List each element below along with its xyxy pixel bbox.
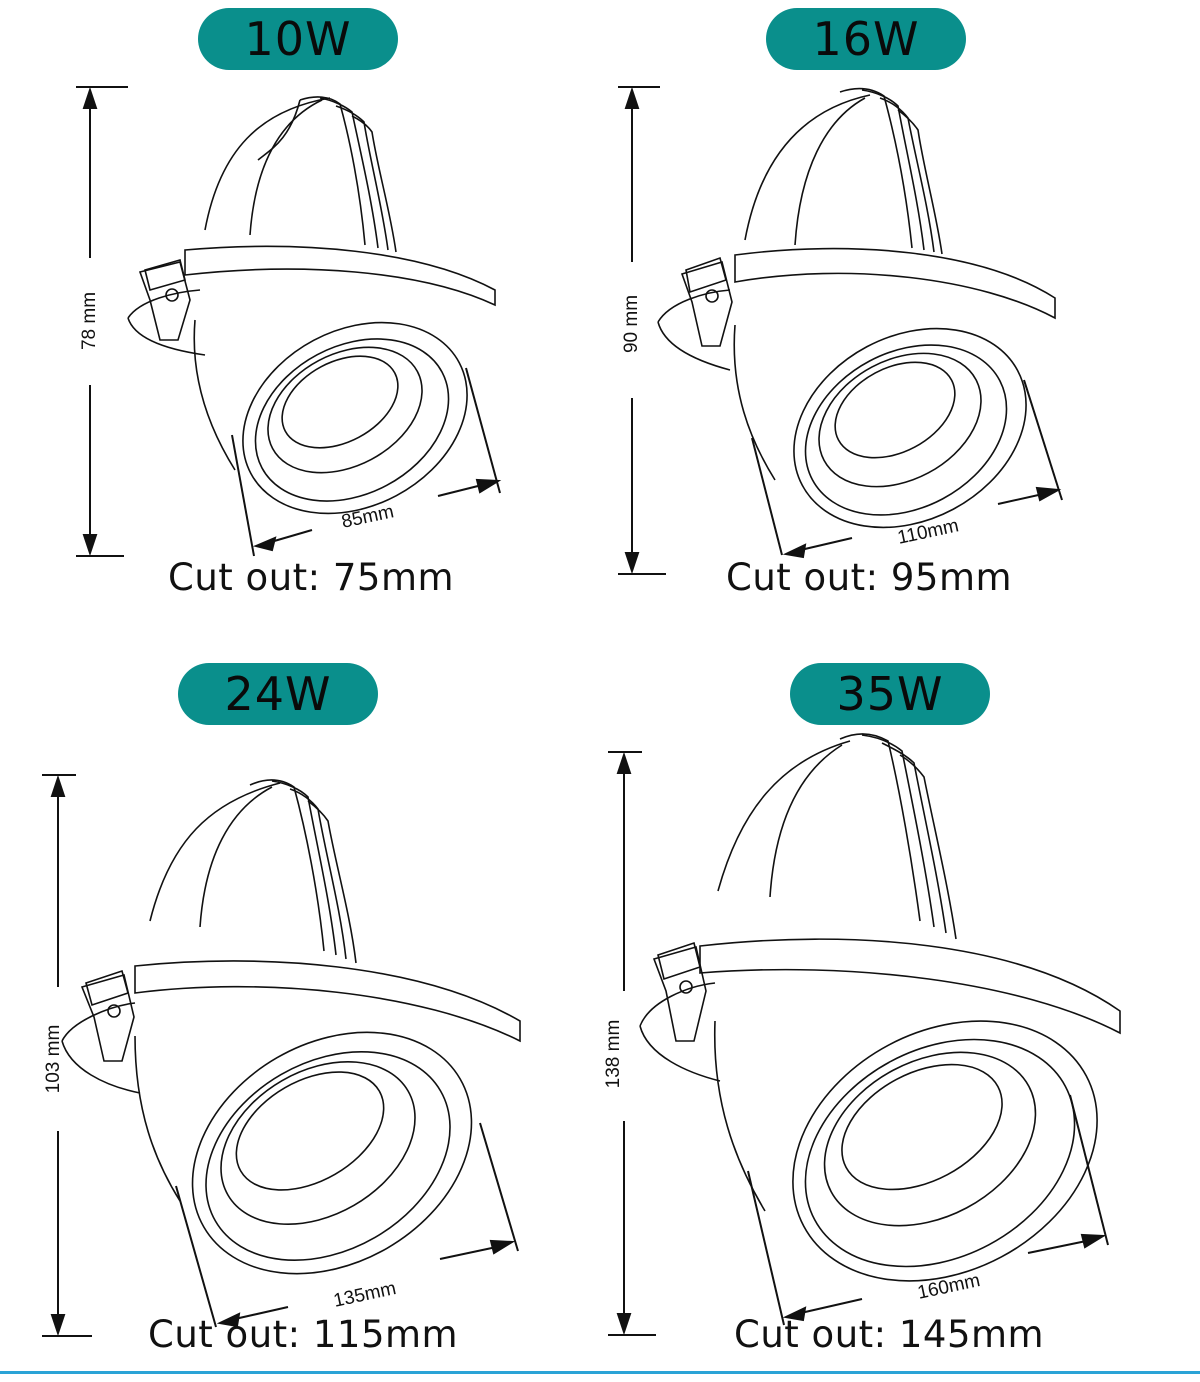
cutout-label: Cut out: 75mm — [168, 556, 455, 599]
spec-panel-10w: 10W — [0, 0, 600, 691]
spec-panel-16w: 16W — [600, 0, 1200, 691]
diameter-dimension — [231, 367, 502, 557]
lamp-outline — [61, 779, 521, 1275]
height-label: 90 mm — [621, 294, 642, 354]
height-label: 78 mm — [79, 291, 100, 351]
height-dimension — [42, 774, 92, 1337]
lamp-outline — [639, 733, 1121, 1282]
diameter-dimension — [175, 1122, 519, 1328]
wattage-badge: 10W — [198, 8, 398, 70]
downlight-drawing — [42, 774, 521, 1337]
height-dimension — [608, 751, 656, 1336]
wattage-badge: 24W — [178, 663, 378, 725]
downlight-drawing — [608, 733, 1121, 1336]
bottom-accent-rule — [0, 1371, 1200, 1374]
cutout-label: Cut out: 145mm — [734, 1313, 1045, 1356]
wattage-badge: 35W — [790, 663, 990, 725]
cutout-label: Cut out: 95mm — [726, 556, 1013, 599]
downlight-drawing — [76, 86, 502, 557]
spec-panel-24w: 24W — [0, 663, 600, 1382]
lamp-outline — [657, 87, 1056, 529]
lamp-outline — [127, 96, 496, 515]
diameter-dimension — [747, 1094, 1109, 1326]
downlight-drawing — [618, 86, 1063, 575]
height-label: 138 mm — [603, 1019, 624, 1089]
diameter-dimension — [751, 379, 1063, 559]
cutout-label: Cut out: 115mm — [148, 1313, 459, 1356]
spec-panel-35w: 35W — [600, 663, 1200, 1382]
wattage-badge: 16W — [766, 8, 966, 70]
height-label: 103 mm — [43, 1024, 64, 1094]
height-dimension — [618, 86, 666, 575]
height-dimension — [76, 86, 128, 557]
